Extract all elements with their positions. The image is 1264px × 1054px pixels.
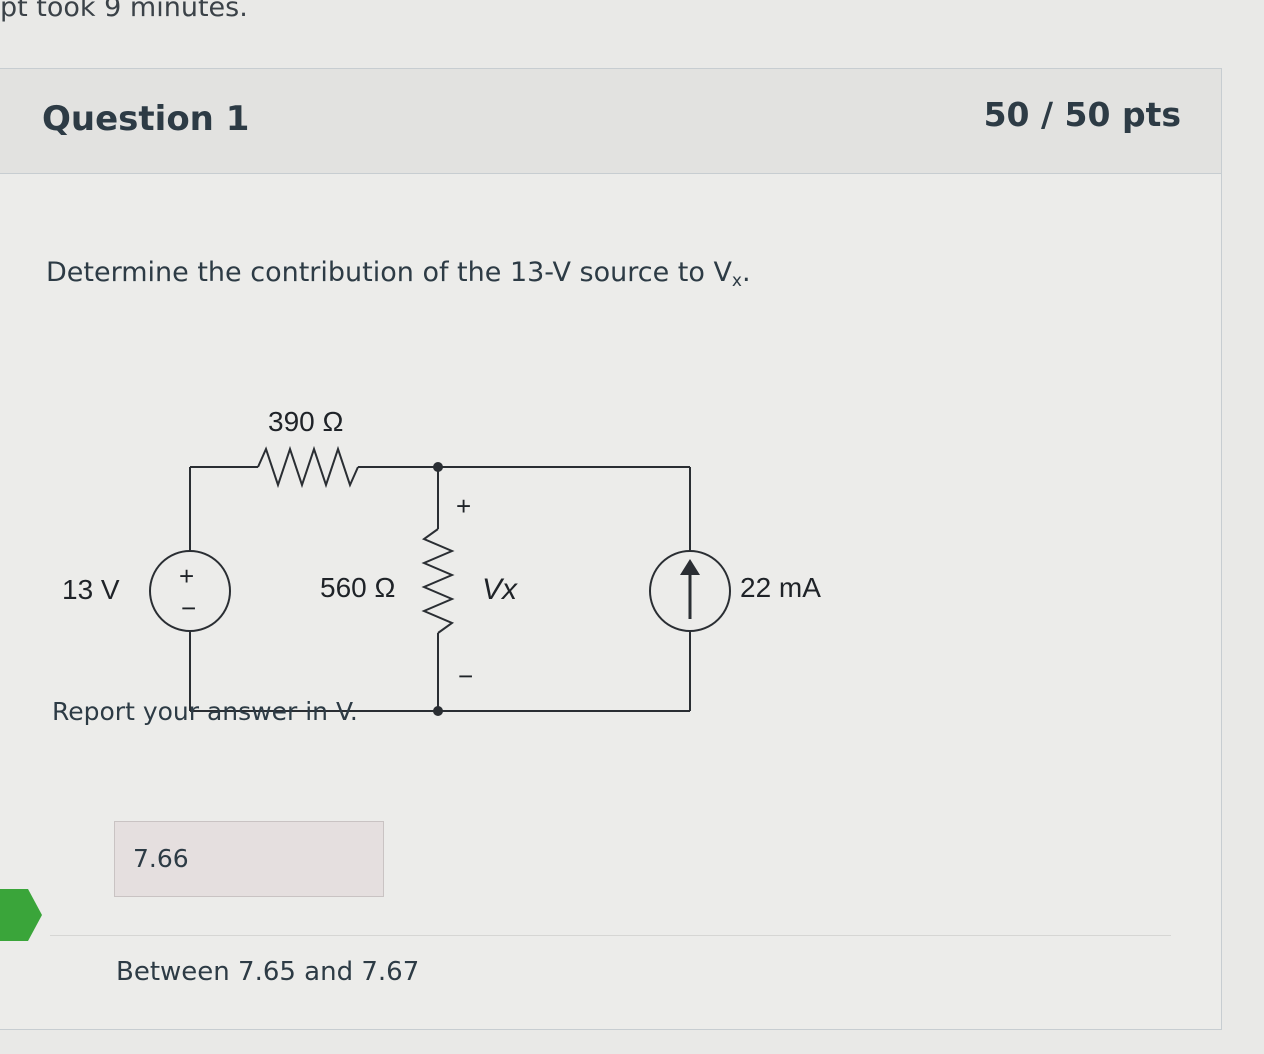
prompt-period: . — [741, 257, 751, 288]
question-title: Question 1 — [42, 99, 250, 139]
voltage-source-icon — [149, 550, 231, 632]
resistor-390-zigzag — [257, 445, 359, 489]
resistor-390-label: 390 Ω — [268, 406, 343, 437]
vx-minus-sign: − — [458, 661, 473, 691]
answer-divider — [50, 935, 1171, 936]
current-arrow-head — [680, 559, 700, 575]
correct-range-note: Between 7.65 and 7.67 — [116, 957, 420, 987]
question-header: Question 1 50 / 50 pts — [0, 69, 1221, 174]
question-prompt: Determine the contribution of the 13-V s… — [46, 257, 751, 291]
circuit-diagram: 390 Ω 560 Ω 13 V + − 22 mA Vx + − — [62, 406, 821, 716]
resistor-560-label: 560 Ω — [320, 572, 395, 603]
question-points: 50 / 50 pts — [983, 95, 1181, 134]
voltage-source-label: 13 V — [62, 574, 120, 605]
current-source-label: 22 mA — [740, 572, 821, 603]
current-source-icon — [649, 550, 731, 632]
answer-instruction: Report your answer in V. — [52, 697, 358, 726]
attempt-duration-note: pt took 9 minutes. — [0, 0, 248, 23]
vx-label: Vx — [482, 573, 518, 606]
voltage-source-plus: + — [179, 561, 194, 591]
node-dot-top — [433, 462, 443, 472]
answer-field[interactable]: 7.66 — [114, 821, 384, 897]
vx-plus-sign: + — [456, 491, 471, 521]
answer-value: 7.66 — [133, 844, 189, 873]
prompt-text: Determine the contribution of the 13-V s… — [46, 257, 732, 288]
resistor-560-zigzag — [421, 528, 455, 634]
node-dot-bottom — [433, 706, 443, 716]
voltage-source-minus: − — [181, 593, 196, 623]
correct-answer-marker-icon — [0, 889, 42, 941]
prompt-subscript: x — [731, 271, 742, 291]
question-card: Question 1 50 / 50 pts Determine the con… — [0, 68, 1222, 1030]
